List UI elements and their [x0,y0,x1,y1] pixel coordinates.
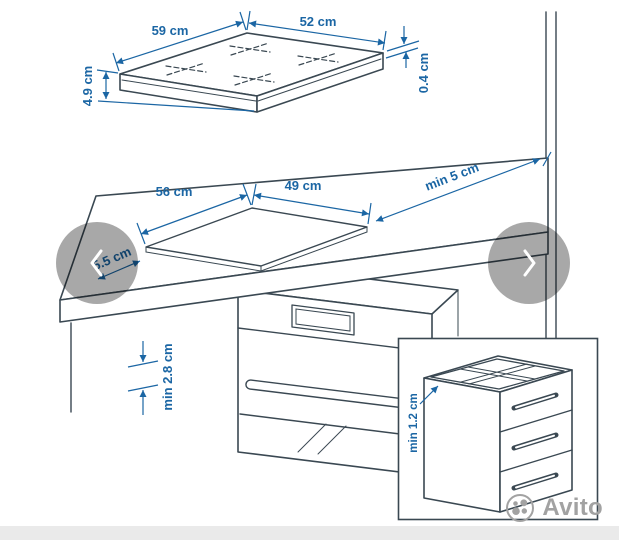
oven-drawing [237,265,459,477]
cutout-width-dimension: 56 cm [136,183,252,245]
prev-button[interactable] [56,222,138,304]
oven-door-glass-lines [297,423,347,455]
cutout-depth-label: 49 cm [285,178,322,193]
hob-depth-dimension: 52 cm [246,10,387,51]
hob-width-dimension: 59 cm [112,11,247,72]
inset-detail-box: min 1.2 cm [397,337,599,521]
cutout-depth-dimension: 49 cm [251,178,372,225]
chevron-right-icon [523,249,536,277]
avito-logo-icon [506,494,535,522]
hob-edge-label: 0.4 cm [416,53,431,93]
watermark: Avito [505,493,603,523]
inset-gap-dimension: min 1.2 cm [408,385,439,453]
hob-depth-label: 52 cm [300,14,337,29]
inset-gap-label: min 1.2 cm [408,393,420,452]
drawer-handle [511,392,559,411]
letterbox-bottom [0,526,619,540]
hob-width-label: 59 cm [152,23,189,38]
inset-cabinet [423,355,573,513]
hob-thickness-label: 4.9 cm [80,66,95,106]
hob-drawing [119,32,384,113]
drawer-handle [511,472,559,491]
hob-height-dimension: 4.9 cm [80,66,255,112]
oven-clearance-label: min 2.8 cm [160,343,175,410]
drawer-handle [511,432,559,451]
cutout-width-label: 56 cm [156,184,193,199]
oven-display [291,304,355,336]
avito-wordmark: Avito [542,494,603,521]
inset-hob-grid [430,358,565,390]
hob-edge-dimension: 0.4 cm [385,26,431,93]
chevron-left-icon [90,249,103,277]
next-button[interactable] [488,222,570,304]
oven-clearance-dimension: min 2.8 cm [127,341,175,415]
